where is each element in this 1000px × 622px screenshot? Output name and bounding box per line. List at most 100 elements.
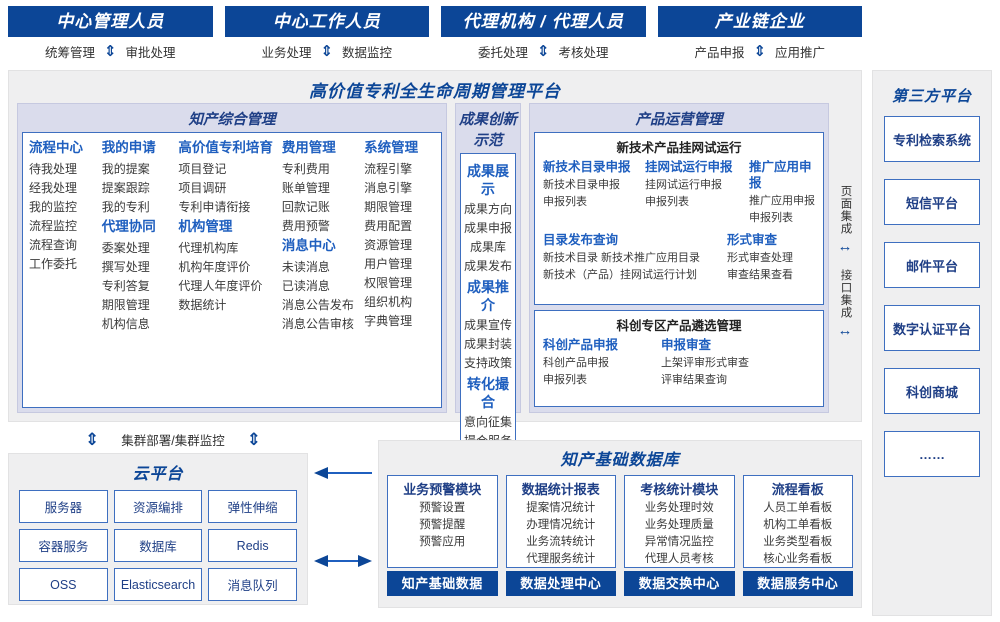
menu-item[interactable]: 已读消息 [281, 278, 330, 293]
menu-item[interactable]: 形式审查处理 [727, 252, 793, 264]
menu-item[interactable]: 成果申报 [463, 221, 512, 235]
menu-item[interactable]: 我的专利 [101, 199, 150, 214]
menu-heading[interactable]: 推广应用申报 [749, 160, 812, 190]
menu-item[interactable]: 提案跟踪 [101, 180, 150, 195]
menu-item[interactable]: 经我处理 [29, 180, 78, 195]
menu-item[interactable]: 期限管理 [364, 199, 413, 214]
cloud-cell-database[interactable]: 数据库 [113, 529, 203, 562]
menu-item[interactable]: 成果宣传 [463, 318, 512, 332]
menu-item[interactable]: 账单管理 [281, 180, 330, 195]
menu-item[interactable]: 机构信息 [101, 316, 150, 331]
menu-item[interactable]: 新技术目录申报 [543, 179, 620, 191]
database-card-item[interactable]: 业务处理质量 [644, 519, 714, 531]
menu-heading[interactable]: 高价值专利培育 [178, 140, 273, 155]
menu-heading[interactable]: 费用管理 [281, 140, 336, 155]
cloud-cell-container[interactable]: 容器服务 [19, 529, 108, 562]
database-footer-badge[interactable]: 数据服务中心 [742, 571, 853, 596]
menu-item[interactable]: 待我处理 [29, 161, 78, 176]
database-card-item[interactable]: 机构工单看板 [763, 519, 833, 531]
menu-item[interactable]: 申报列表 [543, 196, 587, 208]
menu-heading[interactable]: 成果推介 [467, 279, 509, 313]
cloud-cell-elasticsearch[interactable]: Elasticsearch [113, 568, 203, 601]
menu-item[interactable]: 成果封装 [463, 337, 512, 351]
menu-heading[interactable]: 成果展示 [467, 163, 509, 197]
third-party-item-digital-cert[interactable]: 数字认证平台 [884, 305, 980, 351]
menu-item[interactable]: 推广应用申报 [749, 195, 815, 207]
menu-item[interactable]: 期限管理 [101, 297, 150, 312]
menu-item[interactable]: 消息公告发布 [281, 297, 354, 312]
menu-item[interactable]: 组织机构 [364, 294, 413, 309]
third-party-item-patent-search[interactable]: 专利检索系统 [884, 116, 980, 162]
menu-item[interactable]: 成果发布 [463, 259, 512, 273]
menu-item[interactable]: 未读消息 [281, 259, 330, 274]
menu-item[interactable]: 专利费用 [281, 161, 330, 176]
menu-item[interactable]: 审查结果查看 [727, 269, 793, 281]
menu-item[interactable]: 我的提案 [101, 161, 150, 176]
menu-item[interactable]: 代理人年度评价 [178, 278, 263, 293]
menu-item[interactable]: 意向征集 [463, 415, 512, 429]
menu-item[interactable]: 申报列表 [543, 374, 587, 387]
third-party-item-more[interactable]: …… [884, 431, 980, 477]
menu-item[interactable]: 费用预警 [281, 218, 330, 233]
menu-heading[interactable]: 转化撮合 [467, 376, 509, 410]
cloud-cell-autoscaling[interactable]: 弹性伸缩 [208, 490, 297, 523]
menu-item[interactable]: 项目调研 [178, 180, 227, 195]
menu-item[interactable]: 代理机构库 [178, 240, 239, 255]
database-card-item[interactable]: 异常情况监控 [644, 536, 714, 548]
menu-item[interactable]: 我的监控 [29, 199, 78, 214]
menu-heading[interactable]: 代理协同 [101, 218, 156, 234]
database-card-item[interactable]: 人员工单看板 [763, 502, 833, 514]
menu-heading[interactable]: 科创产品申报 [543, 338, 619, 353]
menu-item[interactable]: 回款记账 [281, 199, 330, 214]
menu-item[interactable]: 申报列表 [645, 196, 689, 208]
menu-heading[interactable]: 新技术目录申报 [543, 160, 631, 174]
menu-item[interactable]: 资源管理 [364, 237, 413, 252]
menu-item[interactable]: 费用配置 [364, 218, 413, 233]
database-card-item[interactable]: 预警应用 [419, 536, 466, 548]
menu-item[interactable]: 项目登记 [178, 161, 227, 176]
menu-heading[interactable]: 我的申请 [101, 140, 156, 155]
cloud-cell-orchestration[interactable]: 资源编排 [113, 490, 203, 523]
database-card-item[interactable]: 办理情况统计 [526, 519, 596, 531]
database-footer-badge[interactable]: 数据交换中心 [624, 571, 735, 596]
menu-item[interactable]: 用户管理 [364, 256, 413, 271]
cloud-cell-message-queue[interactable]: 消息队列 [208, 568, 297, 601]
database-card-item[interactable]: 业务类型看板 [763, 536, 833, 548]
database-card-item[interactable]: 预警提醒 [419, 519, 466, 531]
menu-item[interactable]: 流程引擎 [364, 161, 413, 176]
database-card-item[interactable]: 代理服务统计 [526, 553, 596, 565]
database-card-item[interactable]: 核心业务看板 [763, 553, 833, 565]
menu-item[interactable]: 新技术目录 新技术推广应用目录 [543, 252, 701, 264]
menu-item[interactable]: 申报列表 [749, 212, 793, 224]
database-card-item[interactable]: 预警设置 [419, 502, 466, 514]
database-footer-badge[interactable]: 数据处理中心 [505, 571, 616, 596]
menu-item[interactable]: 数据统计 [178, 297, 227, 312]
menu-heading[interactable]: 流程中心 [29, 140, 83, 155]
menu-item[interactable]: 撰写处理 [101, 259, 150, 274]
menu-heading[interactable]: 系统管理 [364, 140, 419, 155]
database-card-item[interactable]: 业务流转统计 [526, 536, 596, 548]
menu-heading[interactable]: 申报审查 [661, 338, 712, 353]
menu-item[interactable]: 上架评审形式审查 [661, 357, 749, 370]
cloud-cell-oss[interactable]: OSS [19, 568, 108, 601]
database-card-item[interactable]: 提案情况统计 [526, 502, 596, 514]
menu-heading[interactable]: 挂网试运行申报 [645, 160, 733, 174]
menu-item[interactable]: 科创产品申报 [543, 357, 609, 370]
menu-item[interactable]: 流程监控 [29, 218, 78, 233]
menu-item[interactable]: 委案处理 [101, 240, 150, 255]
menu-item[interactable]: 专利答复 [101, 278, 150, 293]
menu-item[interactable]: 成果方向 [463, 202, 512, 216]
menu-item[interactable]: 消息引擎 [364, 180, 413, 195]
cloud-cell-server[interactable]: 服务器 [19, 490, 108, 523]
menu-heading[interactable]: 目录发布查询 [543, 233, 619, 247]
database-card-item[interactable]: 业务处理时效 [644, 502, 714, 514]
menu-item[interactable]: 专利申请衔接 [178, 199, 251, 214]
menu-item[interactable]: 权限管理 [364, 275, 413, 290]
menu-heading[interactable]: 消息中心 [281, 237, 336, 253]
third-party-item-sms[interactable]: 短信平台 [884, 179, 980, 225]
menu-item[interactable]: 成果库 [469, 240, 506, 254]
menu-item[interactable]: 支持政策 [463, 356, 512, 370]
actor-card[interactable]: 中心工作人员 业务处理 ⇕ 数据监控 [224, 6, 429, 66]
database-card-item[interactable]: 代理人员考核 [644, 553, 714, 565]
third-party-item-email[interactable]: 邮件平台 [884, 242, 980, 288]
